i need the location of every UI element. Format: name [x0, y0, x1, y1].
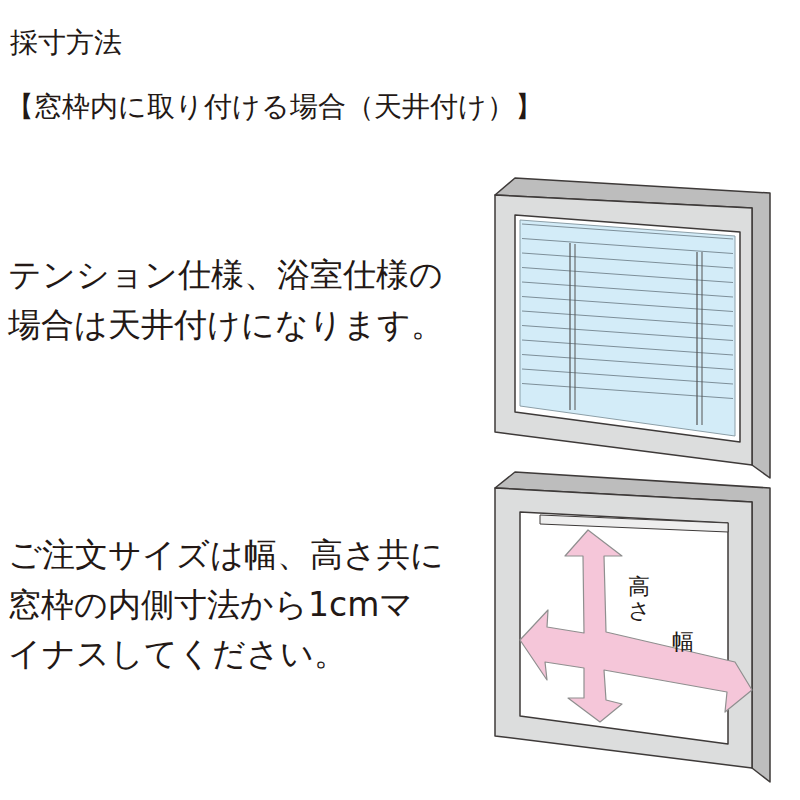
- note-text: ご注文サイズは幅、高さ共に窓枠の内側寸法から1cmマイナスしてください。: [8, 530, 447, 679]
- dimension-label: 幅: [672, 625, 694, 658]
- dimension-label: 高さ: [628, 575, 650, 623]
- page-title: 採寸方法: [10, 22, 122, 64]
- note-text: テンション仕様、浴室仕様の場合は天井付けになります。: [8, 250, 447, 349]
- section-heading: 【窓枠内に取り付ける場合（天井付け）】: [6, 86, 543, 128]
- window-frame-blinds: [495, 178, 770, 478]
- window-frame-measure: [495, 472, 770, 782]
